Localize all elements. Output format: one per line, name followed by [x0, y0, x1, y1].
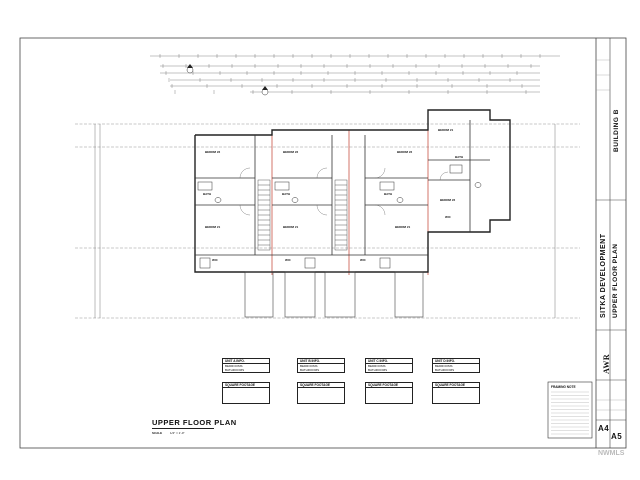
unit-info-heading: UNIT B INFO.	[298, 359, 344, 364]
room-label: BATH	[384, 192, 393, 196]
framing-notes-title: FRAMING NOTE	[551, 385, 576, 389]
bedrooms-label: BEDROOMS	[225, 364, 243, 368]
unit-info-heading: UNIT C INFO.	[366, 359, 412, 364]
room-label: BEDRM #2	[283, 150, 299, 154]
room-label: W/C	[360, 258, 366, 262]
nwmls-watermark: NWMLS	[598, 450, 625, 457]
room-label: W/C	[445, 215, 451, 219]
square-footage-table: SQUARE FOOTAGE	[365, 382, 413, 404]
square-footage-heading: SQUARE FOOTAGE	[298, 383, 344, 388]
bedrooms-label: BEDROOMS	[300, 364, 318, 368]
bathrooms-label: BATHROOMS	[225, 368, 245, 372]
company-name: SITKA DEVELOPMENT	[600, 233, 607, 318]
unit-info-heading: UNIT A INFO.	[223, 359, 269, 364]
bathrooms-label: BATHROOMS	[300, 368, 320, 372]
architect-logo: AWR	[602, 353, 611, 374]
room-label: W/C	[285, 258, 291, 262]
plan-title: UPPER FLOOR PLAN	[152, 418, 237, 427]
room-label: BEDRM #2	[397, 150, 413, 154]
square-footage-table: SQUARE FOOTAGE	[432, 382, 480, 404]
room-label: BEDRM #1	[283, 225, 299, 229]
sheet-title: UPPER FLOOR PLAN	[612, 243, 619, 318]
sheet-number-bottom: A5	[611, 432, 623, 441]
scale-label: SCALE	[152, 431, 163, 435]
room-label: BATH	[282, 192, 291, 196]
plan-title-underline	[152, 428, 214, 429]
square-footage-heading: SQUARE FOOTAGE	[366, 383, 412, 388]
scale-value: 1/4" = 1'-0"	[170, 431, 185, 435]
unit-info-heading: UNIT D INFO.	[433, 359, 479, 364]
bedrooms-label: BEDROOMS	[368, 364, 386, 368]
bedrooms-label: BEDROOMS	[435, 364, 453, 368]
bathrooms-label: BATHROOMS	[368, 368, 388, 372]
square-footage-table: SQUARE FOOTAGE	[297, 382, 345, 404]
bathrooms-label: BATHROOMS	[435, 368, 455, 372]
room-label: W/C	[212, 258, 218, 262]
square-footage-heading: SQUARE FOOTAGE	[223, 383, 269, 388]
room-label: BEDRM #1	[438, 128, 454, 132]
room-label: BEDRM #2	[205, 150, 221, 154]
square-footage-heading: SQUARE FOOTAGE	[433, 383, 479, 388]
sheet-number-top: A4	[598, 424, 610, 433]
room-label: BEDRM #2	[440, 198, 456, 202]
room-label: BATH	[455, 155, 464, 159]
room-label: BATH	[203, 192, 212, 196]
square-footage-table: SQUARE FOOTAGE	[222, 382, 270, 404]
room-label: BEDRM #1	[395, 225, 411, 229]
building-label: BUILDING B	[613, 109, 620, 152]
room-label: BEDRM #1	[205, 225, 221, 229]
